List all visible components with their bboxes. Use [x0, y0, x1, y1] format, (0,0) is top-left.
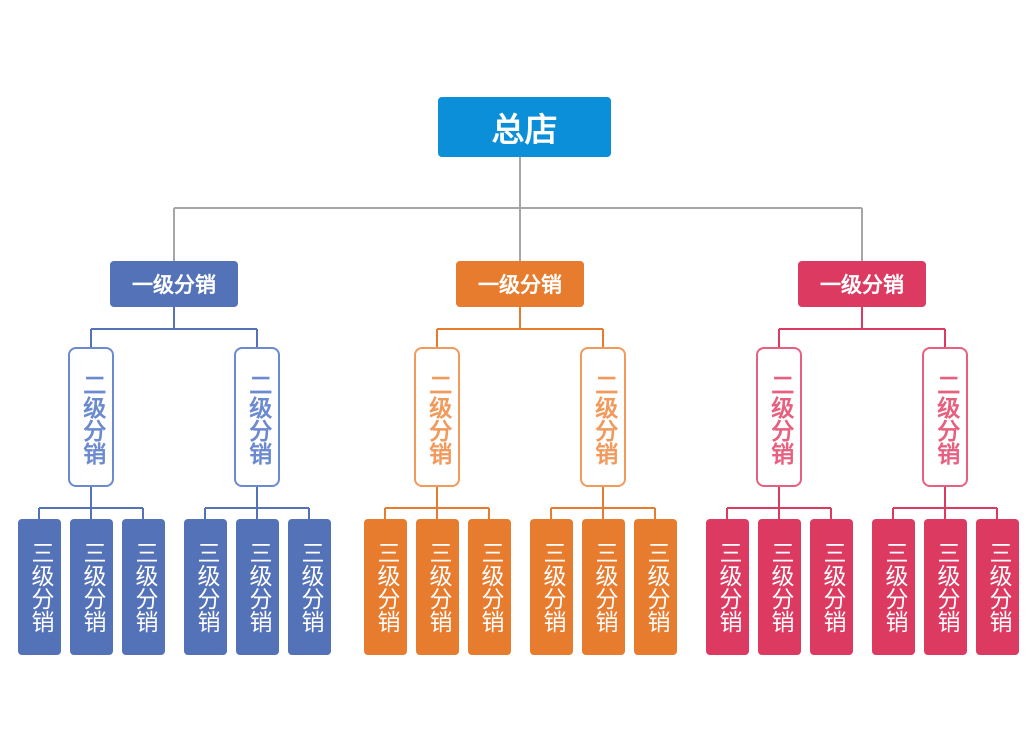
level3-label: 三级分销	[881, 541, 907, 633]
level3-node[interactable]: 三级分销	[236, 519, 279, 655]
level3-label: 三级分销	[79, 541, 105, 633]
level3-node[interactable]: 三级分销	[810, 519, 853, 655]
level3-label: 三级分销	[27, 541, 53, 633]
level3-label: 三级分销	[767, 541, 793, 633]
level3-node[interactable]: 三级分销	[364, 519, 407, 655]
level2-label: 二级分销	[590, 373, 617, 465]
level2-label: 二级分销	[244, 373, 271, 465]
level3-node[interactable]: 三级分销	[184, 519, 227, 655]
level2-node[interactable]: 二级分销	[68, 347, 114, 487]
level3-label: 三级分销	[643, 541, 669, 633]
level3-label: 三级分销	[715, 541, 741, 633]
level3-node[interactable]: 三级分销	[416, 519, 459, 655]
level2-label: 二级分销	[932, 373, 959, 465]
level3-label: 三级分销	[193, 541, 219, 633]
level3-node[interactable]: 三级分销	[18, 519, 61, 655]
level3-label: 三级分销	[985, 541, 1011, 633]
level2-label: 二级分销	[766, 373, 793, 465]
root-node-head-store[interactable]: 总店	[438, 97, 611, 157]
level3-label: 三级分销	[933, 541, 959, 633]
level3-node[interactable]: 三级分销	[288, 519, 331, 655]
level3-label: 三级分销	[819, 541, 845, 633]
level3-node[interactable]: 三级分销	[634, 519, 677, 655]
level2-node[interactable]: 二级分销	[580, 347, 626, 487]
level3-node[interactable]: 三级分销	[70, 519, 113, 655]
level3-node[interactable]: 三级分销	[582, 519, 625, 655]
level1-label: 一级分销	[820, 273, 904, 297]
level1-node[interactable]: 一级分销	[110, 261, 238, 307]
level3-node[interactable]: 三级分销	[122, 519, 165, 655]
level3-node[interactable]: 三级分销	[872, 519, 915, 655]
level2-node[interactable]: 二级分销	[756, 347, 802, 487]
level3-label: 三级分销	[297, 541, 323, 633]
level3-node[interactable]: 三级分销	[706, 519, 749, 655]
level3-node[interactable]: 三级分销	[758, 519, 801, 655]
level1-node[interactable]: 一级分销	[798, 261, 926, 307]
level3-label: 三级分销	[373, 541, 399, 633]
level3-label: 三级分销	[425, 541, 451, 633]
level3-node[interactable]: 三级分销	[976, 519, 1019, 655]
level3-label: 三级分销	[477, 541, 503, 633]
level3-label: 三级分销	[539, 541, 565, 633]
level2-label: 二级分销	[424, 373, 451, 465]
level3-node[interactable]: 三级分销	[530, 519, 573, 655]
root-node-label: 总店	[491, 110, 558, 149]
level3-label: 三级分销	[591, 541, 617, 633]
level3-node[interactable]: 三级分销	[468, 519, 511, 655]
level3-node[interactable]: 三级分销	[924, 519, 967, 655]
level3-label: 三级分销	[245, 541, 271, 633]
level3-label: 三级分销	[131, 541, 157, 633]
level2-node[interactable]: 二级分销	[922, 347, 968, 487]
level1-node[interactable]: 一级分销	[456, 261, 584, 307]
level2-node[interactable]: 二级分销	[414, 347, 460, 487]
level1-label: 一级分销	[478, 273, 562, 297]
level1-label: 一级分销	[132, 273, 216, 297]
level2-label: 二级分销	[78, 373, 105, 465]
level2-node[interactable]: 二级分销	[234, 347, 280, 487]
